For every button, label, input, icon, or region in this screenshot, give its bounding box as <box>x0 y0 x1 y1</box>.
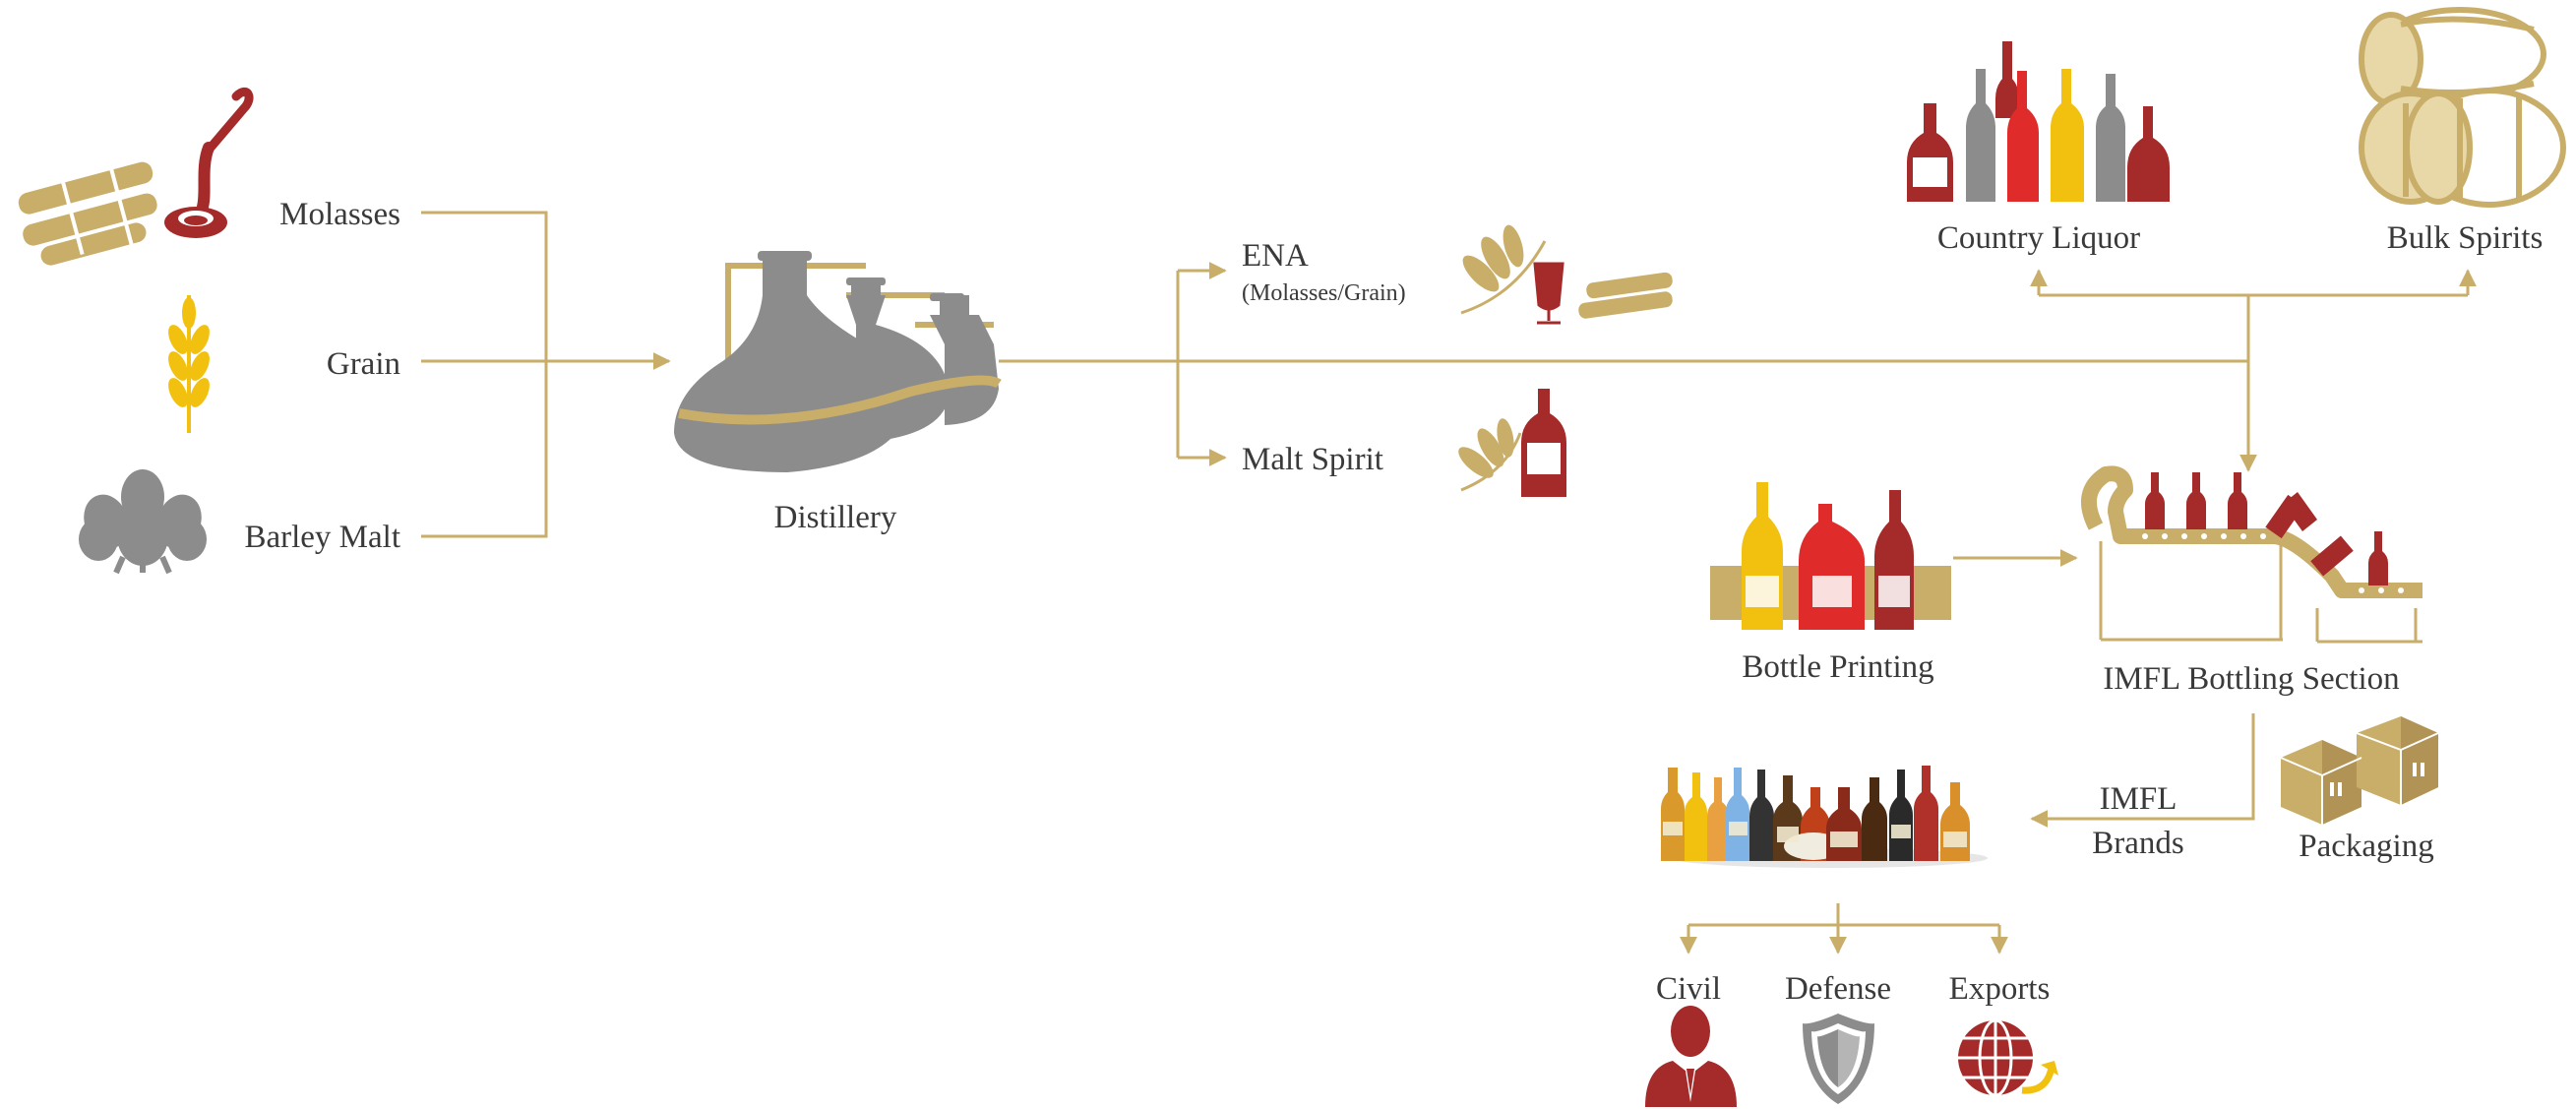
ena-label: ENA <box>1242 238 1309 274</box>
bottle-printing-label: Bottle Printing <box>1742 649 1933 685</box>
imfl-bottling-label: IMFL Bottling Section <box>2103 661 2399 697</box>
civil-person-icon <box>1645 1006 1737 1107</box>
exports-label: Exports <box>1949 971 2051 1007</box>
molasses-label: Molasses <box>279 197 400 232</box>
sugarcane-icon <box>18 158 157 266</box>
connectors <box>421 211 2477 955</box>
ena-sub-label: (Molasses/Grain) <box>1242 280 1406 306</box>
imfl-brands-bottles-icon <box>1661 766 1988 868</box>
bottle-printing-icon <box>1710 482 1951 630</box>
imfl-brands-label-line1: IMFL <box>2100 781 2177 817</box>
wheat-ear-icon <box>168 295 210 433</box>
malt-spirit-label: Malt Spirit <box>1242 442 1383 477</box>
country-liquor-bottles-icon <box>1907 41 2170 202</box>
civil-label: Civil <box>1656 971 1721 1007</box>
exports-globe-icon <box>1958 1018 2058 1097</box>
malt-spirit-icon <box>1458 389 1566 497</box>
defense-shield-icon <box>1803 1014 1874 1104</box>
distillery-icon <box>674 251 1002 472</box>
country-liquor-label: Country Liquor <box>1937 220 2140 256</box>
molasses-connector <box>421 211 548 538</box>
defense-label: Defense <box>1785 971 1891 1007</box>
ena-icon <box>1460 224 1673 325</box>
packaging-label: Packaging <box>2299 829 2433 864</box>
brands-connector <box>2030 713 2255 828</box>
bulk-spirits-label: Bulk Spirits <box>2387 220 2544 256</box>
imfl-brands-label-line2: Brands <box>2092 826 2184 861</box>
barrels-icon <box>2359 7 2566 208</box>
hops-icon <box>79 469 207 575</box>
distillery-label: Distillery <box>774 500 897 535</box>
barley-malt-label: Barley Malt <box>244 520 400 555</box>
grain-label: Grain <box>327 346 400 382</box>
bottling-line-icon <box>2081 465 2423 644</box>
molasses-spoon-icon <box>164 87 254 238</box>
packaging-boxes-icon <box>2280 716 2439 825</box>
labels: Molasses Grain Barley Malt Distillery EN… <box>244 197 2543 1007</box>
